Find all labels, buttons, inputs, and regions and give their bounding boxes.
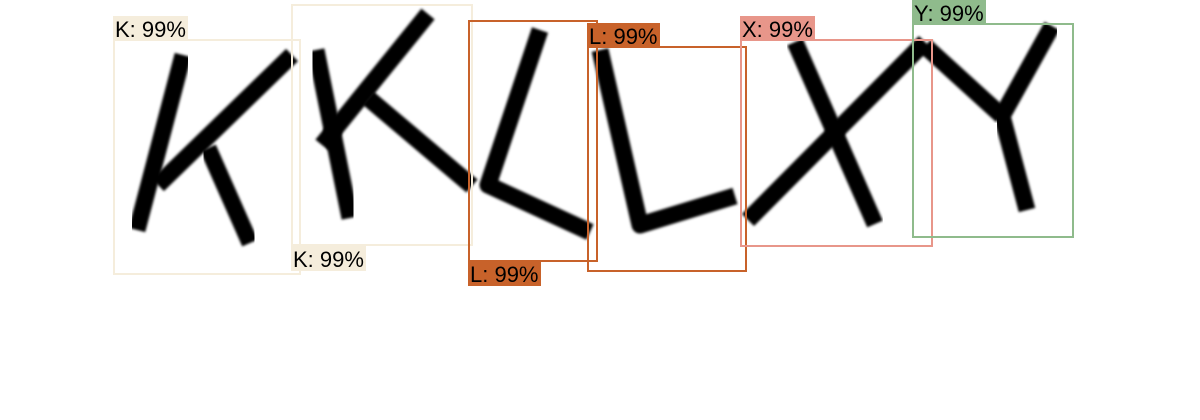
letter-y [919,21,1060,213]
detection-label-l-1: L: 99% [468,261,541,287]
detection-label-y: Y: 99% [912,0,986,26]
letter-x [741,36,932,228]
letter-k-1 [128,48,298,247]
letter-l-1 [479,27,594,240]
bounding-box-k-1[interactable] [113,39,301,275]
bounding-box-x[interactable] [740,39,933,247]
detection-label-k-1: K: 99% [113,16,188,42]
bounding-box-l-1[interactable] [468,20,598,262]
detection-label-x: X: 99% [740,16,815,42]
bounding-box-y[interactable] [912,23,1074,238]
bounding-box-k-2[interactable] [291,4,473,246]
letter-k-2 [307,8,478,220]
bounding-box-l-2[interactable] [587,46,747,272]
detection-label-l-2: L: 99% [587,23,660,49]
detection-label-k-2: K: 99% [291,246,366,272]
letter-l-2 [591,48,738,234]
